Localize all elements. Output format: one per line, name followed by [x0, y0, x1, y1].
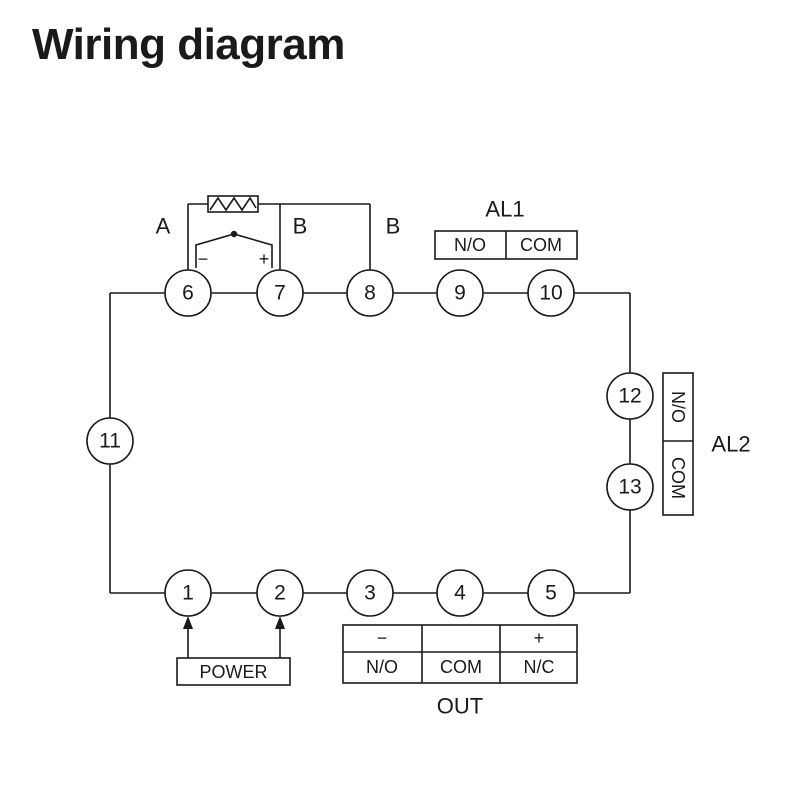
al2-box [662, 372, 694, 516]
terminal-5: 5 [527, 569, 575, 617]
out-nc-label: N/C [524, 657, 555, 677]
terminal-7-number: 7 [274, 282, 286, 305]
out-relay: − + N/O COM N/C OUT [342, 624, 578, 719]
al2-no-label: N/O [668, 391, 688, 423]
thermocouple-plus: + [259, 249, 270, 269]
terminal-2-number: 2 [274, 582, 286, 605]
terminal-8: 8 [346, 269, 394, 317]
al1-relay: AL1 N/O COM [434, 197, 578, 260]
terminal-7: 7 [256, 269, 304, 317]
terminal-3: 3 [346, 569, 394, 617]
al1-label: AL1 [485, 197, 524, 222]
terminal-2: 2 [256, 569, 304, 617]
al2-label: AL2 [711, 432, 750, 457]
sensor-label-b1: B [293, 214, 308, 239]
terminal-10: 10 [527, 269, 575, 317]
power-input: POWER [176, 616, 291, 686]
terminal-12-number: 12 [618, 385, 641, 408]
terminal-9: 9 [436, 269, 484, 317]
al1-com-label: COM [520, 235, 562, 255]
al2-com-label: COM [668, 457, 688, 499]
out-no-label: N/O [366, 657, 398, 677]
terminal-1: 1 [164, 569, 212, 617]
terminal-6: 6 [164, 269, 212, 317]
terminal-13: 13 [606, 463, 654, 511]
out-plus-label: + [534, 628, 545, 648]
power-box [176, 657, 291, 686]
terminal-4-number: 4 [454, 582, 466, 605]
resistor-zigzag [209, 196, 257, 212]
terminal-4: 4 [436, 569, 484, 617]
terminal-5-number: 5 [545, 582, 557, 605]
main-wire-loop [109, 292, 631, 594]
thermocouple-junction-dot [230, 230, 238, 238]
terminal-10-number: 10 [539, 282, 562, 305]
arrow-up-icon [275, 616, 285, 629]
terminal-11-number: 11 [99, 430, 121, 453]
sensor-label-a: A [156, 214, 171, 239]
al2-relay: N/O COM AL2 [662, 372, 751, 516]
terminal-13-number: 13 [618, 476, 641, 499]
terminal-6-number: 6 [182, 282, 194, 305]
sensor-wiring: A B B − + [156, 195, 401, 270]
resistor-icon [207, 195, 259, 213]
thermocouple-minus: − [198, 249, 209, 269]
out-label: OUT [437, 694, 483, 719]
terminal-11: 11 [86, 417, 134, 465]
terminal-9-number: 9 [454, 282, 466, 305]
terminal-1-number: 1 [182, 582, 194, 605]
out-box [342, 624, 578, 684]
out-minus-label: − [377, 628, 388, 648]
terminal-3-number: 3 [364, 582, 376, 605]
arrow-up-icon [183, 616, 193, 629]
al1-no-label: N/O [454, 235, 486, 255]
terminal-12: 12 [606, 372, 654, 420]
out-com-label: COM [440, 657, 482, 677]
sensor-label-b2: B [386, 214, 401, 239]
page-title: Wiring diagram [32, 20, 345, 69]
terminal-8-number: 8 [364, 282, 376, 305]
power-label: POWER [199, 662, 267, 682]
